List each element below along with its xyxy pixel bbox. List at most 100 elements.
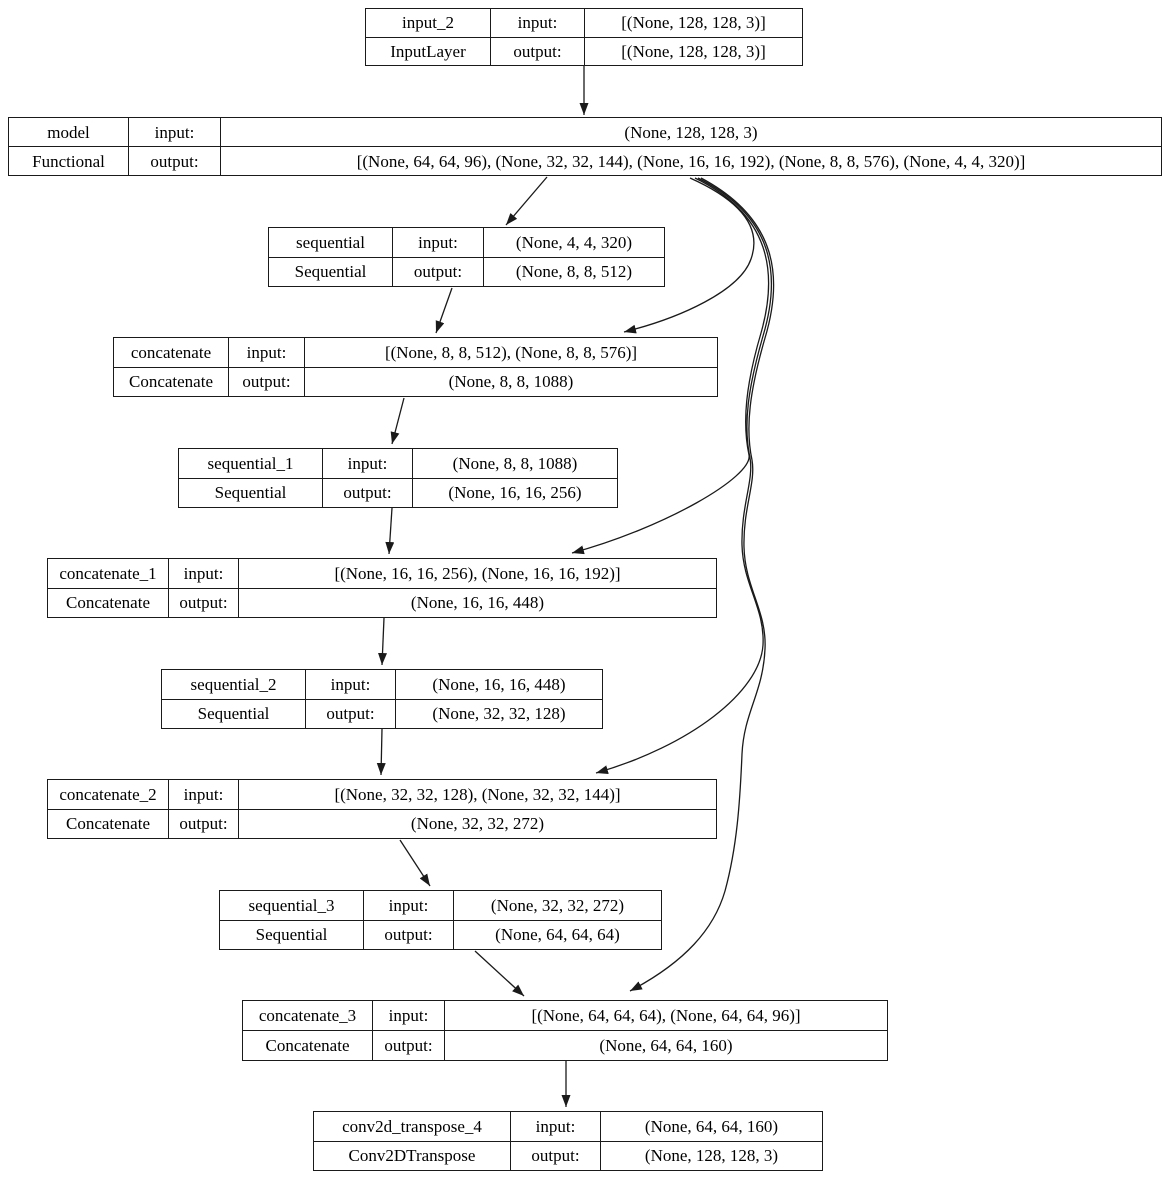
layer-node-concatenate_2: concatenate_2 input: [(None, 32, 32, 128… [47,779,717,839]
layer-node-sequential_2: sequential_2 input: (None, 16, 16, 448) … [161,669,603,729]
edge-concatenate-to-sequential_1 [390,397,405,445]
node-row: Concatenate output: (None, 64, 64, 160) [243,1031,887,1060]
edge-sequential_3-to-concatenate_3 [474,950,525,997]
node-row: concatenate_3 input: [(None, 64, 64, 64)… [243,1001,887,1031]
layer-name: model [9,118,129,146]
input-shape: (None, 16, 16, 448) [432,674,566,694]
layer-node-concatenate_1: concatenate_1 input: [(None, 16, 16, 256… [47,558,717,618]
layer-name: sequential_1 [179,449,323,478]
input-label: input: [323,449,413,478]
layer-type: Concatenate [48,809,169,838]
edge-model-to-concatenate [623,177,755,334]
layer-node-model: model input: (None, 128, 128, 3) Functio… [8,117,1162,176]
layer-name: sequential_2 [162,670,306,699]
layer-name: sequential_3 [220,891,364,920]
output-shape: (None, 64, 64, 160) [599,1036,733,1055]
edge-sequential_1-to-concatenate_1 [385,507,395,555]
input-shape: (None, 64, 64, 160) [644,1116,779,1136]
output-label: output: [169,809,239,838]
output-label: output: [393,257,484,286]
output-shape: (None, 64, 64, 64) [495,925,620,945]
layer-type: Concatenate [243,1031,373,1060]
node-row: Sequential output: (None, 32, 32, 128) [162,699,602,728]
layer-name: sequential [269,228,393,257]
node-row: concatenate input: [(None, 8, 8, 512), (… [114,338,717,368]
layer-type: Sequential [220,920,364,949]
input-label: input: [229,338,305,367]
layer-type: Concatenate [114,367,229,396]
output-shape: (None, 128, 128, 3) [644,1146,779,1166]
layer-type: Sequential [269,257,393,286]
input-shape: [(None, 16, 16, 256), (None, 16, 16, 192… [334,563,621,583]
output-label: output: [229,367,305,396]
output-shape: [(None, 64, 64, 96), (None, 32, 32, 144)… [356,151,1026,171]
output-label: output: [169,588,239,617]
output-shape: (None, 32, 32, 272) [410,814,545,834]
node-row: Sequential output: (None, 64, 64, 64) [220,920,661,949]
layer-name: conv2d_transpose_4 [314,1112,511,1141]
output-shape: [(None, 128, 128, 3)] [621,41,766,61]
input-shape: [(None, 32, 32, 128), (None, 32, 32, 144… [334,784,621,804]
input-label: input: [306,670,396,699]
layer-type: Sequential [162,699,306,728]
node-row: input_2 input: [(None, 128, 128, 3)] [366,9,802,38]
input-label: input: [511,1112,601,1141]
node-row: Concatenate output: (None, 8, 8, 1088) [114,367,717,396]
node-row: conv2d_transpose_4 input: (None, 64, 64,… [314,1112,822,1142]
edge-model-to-concatenate_3 [629,177,775,992]
node-row: model input: (None, 128, 128, 3) [9,118,1161,147]
node-row: Sequential output: (None, 8, 8, 512) [269,257,664,286]
input-label: input: [491,9,585,37]
edge-sequential_2-to-concatenate_2 [376,728,386,776]
input-shape: (None, 4, 4, 320) [515,232,633,252]
edge-model-to-sequential [505,176,548,226]
node-row: InputLayer output: [(None, 128, 128, 3)] [366,37,802,65]
input-shape: [(None, 128, 128, 3)] [621,13,766,33]
output-shape: (None, 32, 32, 128) [432,704,566,724]
node-row: sequential input: (None, 4, 4, 320) [269,228,664,258]
edge-concatenate_2-to-sequential_3 [399,839,431,887]
edge-concatenate_1-to-sequential_2 [378,617,388,666]
input-label: input: [373,1001,445,1030]
layer-node-sequential_1: sequential_1 input: (None, 8, 8, 1088) S… [178,448,618,508]
node-row: Functional output: [(None, 64, 64, 96), … [9,147,1161,175]
output-label: output: [306,699,396,728]
node-row: Concatenate output: (None, 16, 16, 448) [48,588,716,617]
node-row: concatenate_2 input: [(None, 32, 32, 128… [48,780,716,810]
input-label: input: [169,780,239,809]
input-shape: (None, 128, 128, 3) [624,122,758,142]
edge-model-to-concatenate_1 [571,177,770,555]
node-row: sequential_2 input: (None, 16, 16, 448) [162,670,602,700]
layer-node-sequential: sequential input: (None, 4, 4, 320) Sequ… [268,227,665,287]
node-row: Concatenate output: (None, 32, 32, 272) [48,809,716,838]
input-shape: [(None, 8, 8, 512), (None, 8, 8, 576)] [384,342,638,362]
output-shape: (None, 8, 8, 1088) [448,372,574,392]
node-row: sequential_1 input: (None, 8, 8, 1088) [179,449,617,479]
input-label: input: [393,228,484,257]
layer-name: concatenate_1 [48,559,169,588]
layer-node-input_2: input_2 input: [(None, 128, 128, 3)] Inp… [365,8,803,66]
output-label: output: [511,1141,601,1170]
input-shape: [(None, 64, 64, 64), (None, 64, 64, 96)] [531,1006,801,1025]
input-label: input: [364,891,454,920]
node-row: Conv2DTranspose output: (None, 128, 128,… [314,1141,822,1170]
output-shape: (None, 16, 16, 448) [410,593,545,613]
layer-type: InputLayer [366,37,491,65]
output-label: output: [491,37,585,65]
output-shape: (None, 8, 8, 512) [515,262,633,282]
layer-node-concatenate_3: concatenate_3 input: [(None, 64, 64, 64)… [242,1000,888,1061]
layer-name: input_2 [366,9,491,37]
input-shape: (None, 8, 8, 1088) [452,453,578,473]
node-row: concatenate_1 input: [(None, 16, 16, 256… [48,559,716,589]
input-label: input: [169,559,239,588]
layer-name: concatenate_2 [48,780,169,809]
output-label: output: [323,478,413,507]
node-row: sequential_3 input: (None, 32, 32, 272) [220,891,661,921]
layer-name: concatenate [114,338,229,367]
input-shape: (None, 32, 32, 272) [490,895,625,915]
layer-name: concatenate_3 [243,1001,373,1030]
layer-type: Functional [9,147,129,175]
input-label: input: [129,118,221,146]
layer-type: Sequential [179,478,323,507]
